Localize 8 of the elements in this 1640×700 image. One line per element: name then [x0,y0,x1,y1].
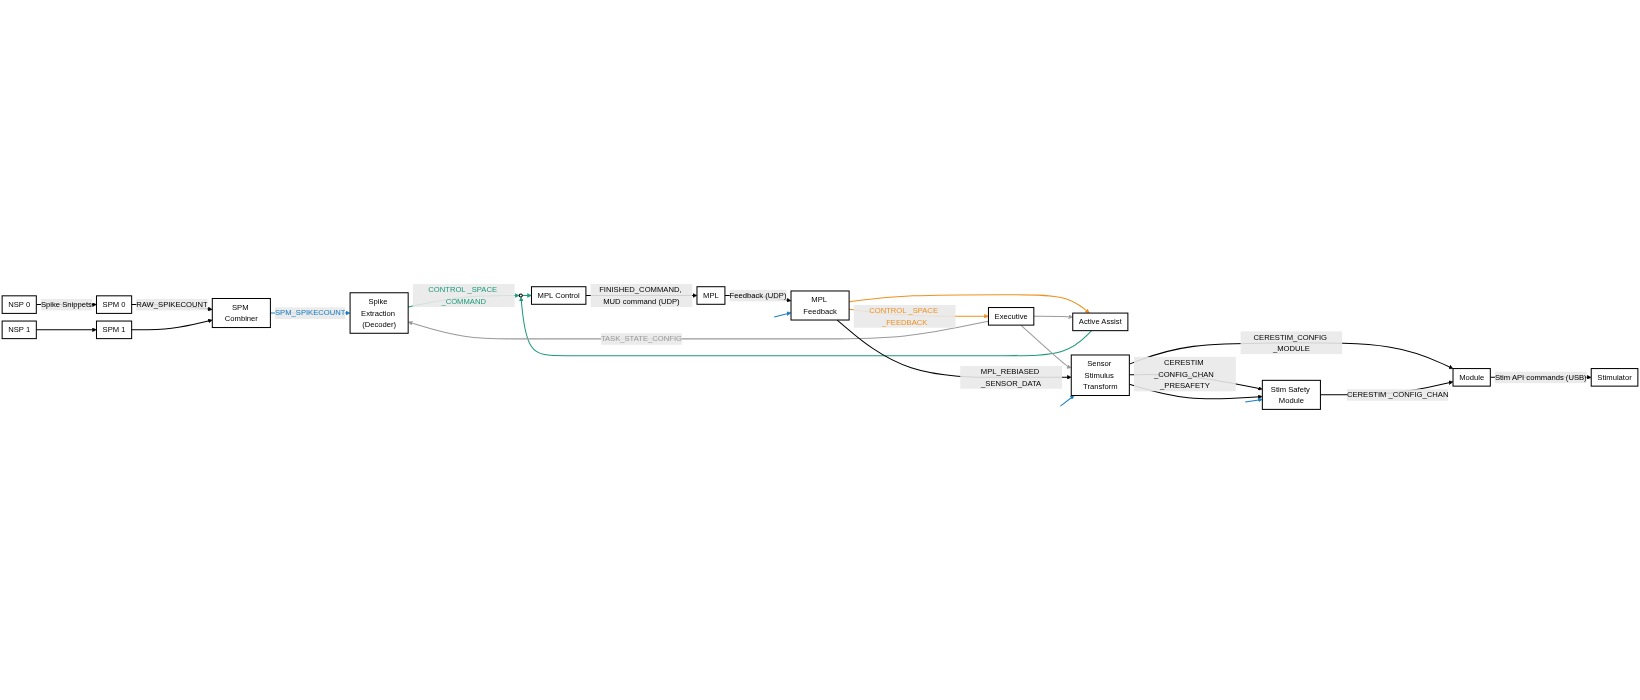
arrow [773,311,792,318]
arrow [1020,325,1072,370]
arrow [1033,314,1073,320]
arrow [836,319,1072,380]
arrow [1059,395,1075,407]
arrow [131,319,213,331]
node-circle [518,293,523,298]
arrow [1244,398,1263,404]
